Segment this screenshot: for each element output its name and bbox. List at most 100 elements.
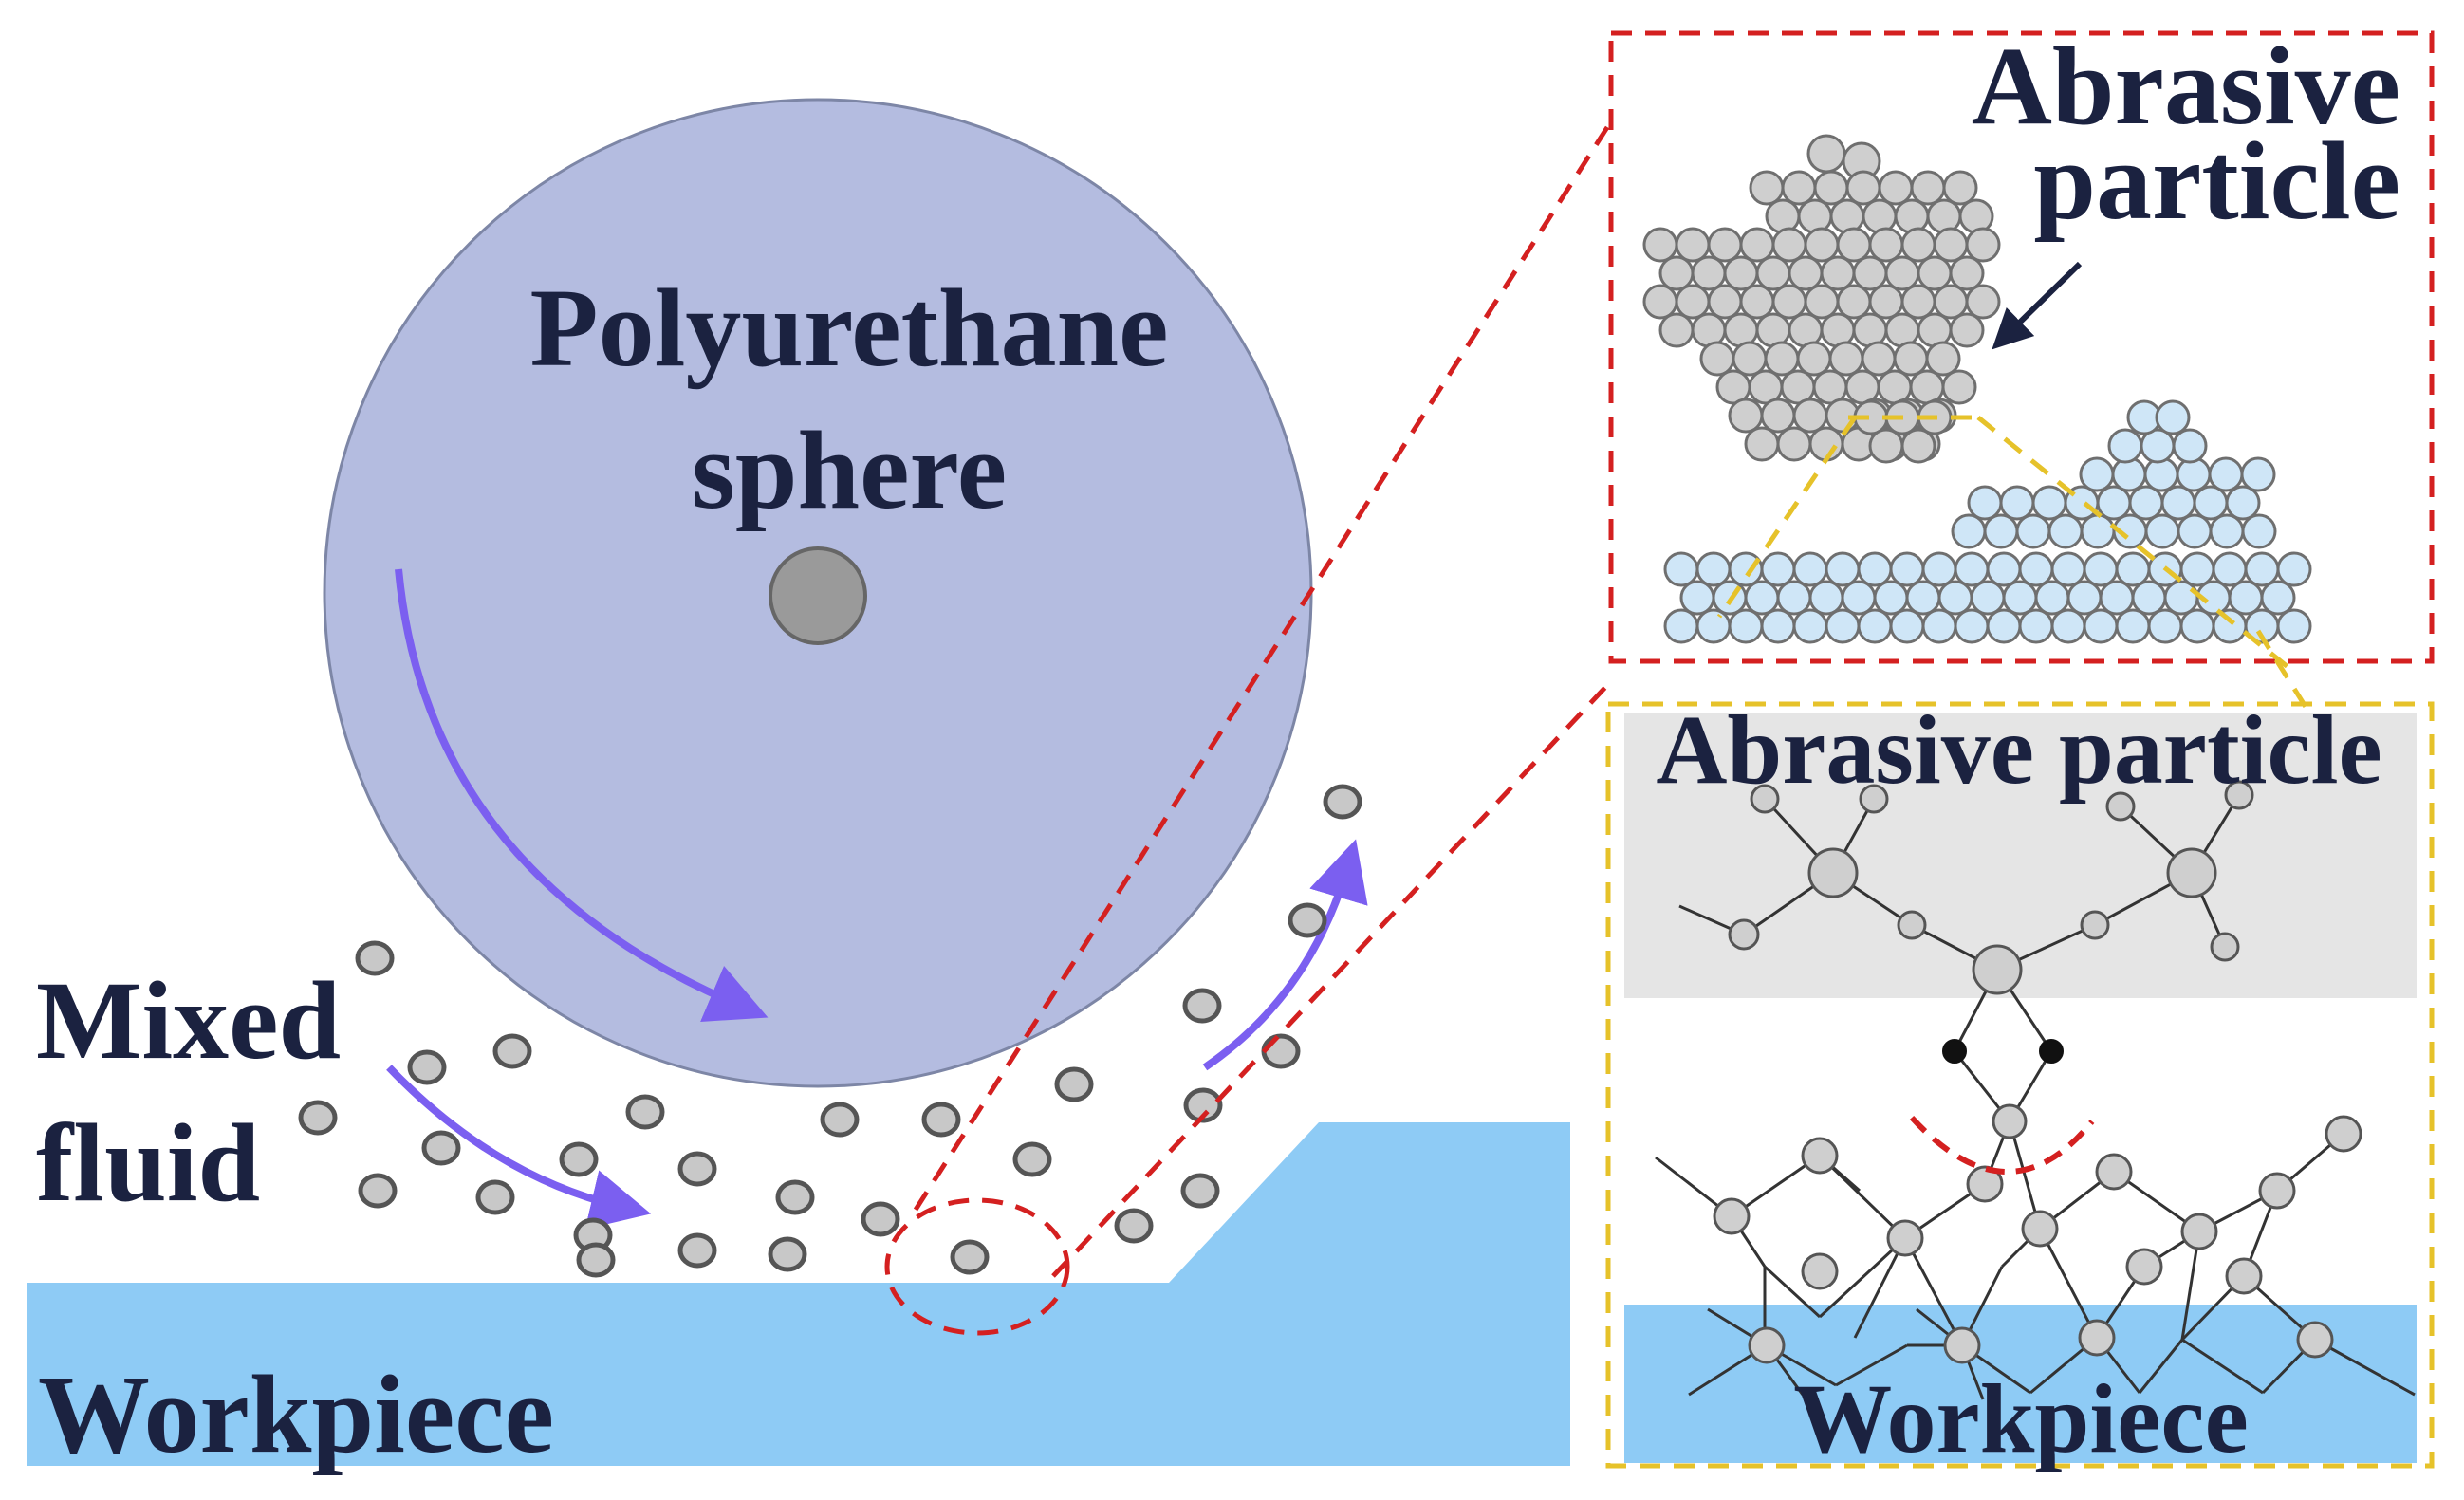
fluid-particle [820,1102,860,1138]
abrasive-atom [1836,284,1872,320]
workpiece-atom [2115,608,2151,644]
workpiece-atom [2131,580,2167,616]
atom-node [1859,784,1889,814]
abrasive-atom [1949,312,1985,348]
workpiece-atom [2208,456,2244,492]
abrasive-atom [1949,255,1985,291]
workpiece-atom [2155,399,2191,435]
atom-node [1801,1252,1839,1290]
abrasive-atom [1933,227,1969,263]
fluid-particle [1261,1033,1301,1069]
yellow-zoom-link [2255,629,2308,709]
abrasive-atom [1797,198,1833,234]
bond-electron [2039,1039,2064,1064]
abrasive-atom [1942,170,1978,206]
atom-node [1972,944,2023,995]
workpiece-atom [2099,580,2135,616]
abrasive-atom [1675,284,1711,320]
abrasive-atom [1707,227,1743,263]
workpiece-label: Workpiece [38,1352,554,1476]
workpiece-atom [1954,608,1990,644]
fluid-particle [1183,1087,1223,1123]
workpiece-atom [1905,580,1941,616]
abrasive-zoom-box [1608,30,2435,664]
fluid-particle [950,1239,990,1275]
workpiece-atom [2240,456,2276,492]
workpiece-atom [1695,608,1732,644]
fluid-particle [492,1033,532,1069]
bond-electron [1942,1039,1967,1064]
abrasive-pointer-arrow [1992,261,2083,350]
atom-node [2105,791,2136,822]
workpiece-atom [1776,580,1812,616]
workpiece-atom [2034,580,2070,616]
abrasive-atom [1941,369,1977,405]
abrasive-atom [1910,170,1946,206]
workpiece-atom [1792,608,1828,644]
atom-node [2210,932,2240,962]
atomic-bond [1903,1237,1964,1346]
workpiece-atom [2002,580,2038,616]
workpiece-atom [1889,608,1925,644]
abrasive-atom [1820,255,1856,291]
abrasive-label-line1: Abrasive [1972,24,2400,148]
fluid-particle [677,1151,717,1187]
abrasive-atom [1691,255,1727,291]
workpiece-atom [1663,608,1699,644]
atomic-bond [2138,1339,2184,1394]
workpiece-atom [1951,513,1987,549]
fluid-label-line1: Mixed [36,958,341,1083]
fluid-particle [625,1094,665,1130]
mixed-fluid-particles [298,784,1362,1278]
workpiece-atom [2018,608,2054,644]
abrasive-atom [1965,227,2001,263]
fluid-particle [475,1179,515,1215]
abrasive-atom [1868,428,1904,464]
abrasive-atom [1868,227,1904,263]
abrasive-atom [1658,255,1695,291]
abrasive-atom [1765,198,1801,234]
workpiece-atom [1728,608,1764,644]
abrasive-atom [1771,284,1807,320]
atomic-bond [2314,1338,2416,1397]
atom-node [2095,1153,2133,1191]
atom-node [2258,1172,2296,1210]
fluid-particle [559,1141,599,1177]
atom-node [1992,1103,2028,1139]
workpiece-atom [1983,513,2019,549]
workpiece-atom [2179,551,2215,587]
atomic-bond [1763,1265,1822,1319]
sphere-axis [769,546,867,645]
atom-node [1886,1219,1924,1257]
atomic-zoom-box [1605,701,2435,1469]
abrasive-atom [1699,341,1735,377]
abrasive-atom [1732,341,1768,377]
fluid-particle [677,1232,717,1269]
workpiece-atom [1841,580,1877,616]
abrasive-atom [1804,284,1840,320]
atom-node [2080,910,2110,940]
atom-node [1728,918,1760,951]
abrasive-atom [1792,398,1828,434]
atom-node [2180,1213,2218,1250]
abrasive-particle-cluster [1642,134,2001,464]
abrasive-atom [1884,255,1920,291]
abrasive-atom [1828,341,1864,377]
sphere-label-line1: Polyurethane [529,266,1168,390]
outflow-arrow [1202,839,1368,1071]
abrasive-atom [1900,284,1936,320]
workpiece-atom [1970,580,2006,616]
abrasive-atom [1642,284,1678,320]
abrasive-atom [1776,426,1812,462]
workpiece-atom [1873,580,1909,616]
atom-node [1943,1326,1981,1364]
atom-node [1801,1137,1839,1175]
abrasive-atom [1894,198,1930,234]
fluid-label-line2: fluid [36,1101,260,1225]
workpiece-atom [1825,608,1861,644]
zoom-line-upper [913,120,1614,1212]
abrasive-atom [1852,255,1888,291]
workpiece-atom [1986,551,2022,587]
bond-break-marker [1909,1115,2095,1175]
abrasive-atom [1878,170,1914,206]
